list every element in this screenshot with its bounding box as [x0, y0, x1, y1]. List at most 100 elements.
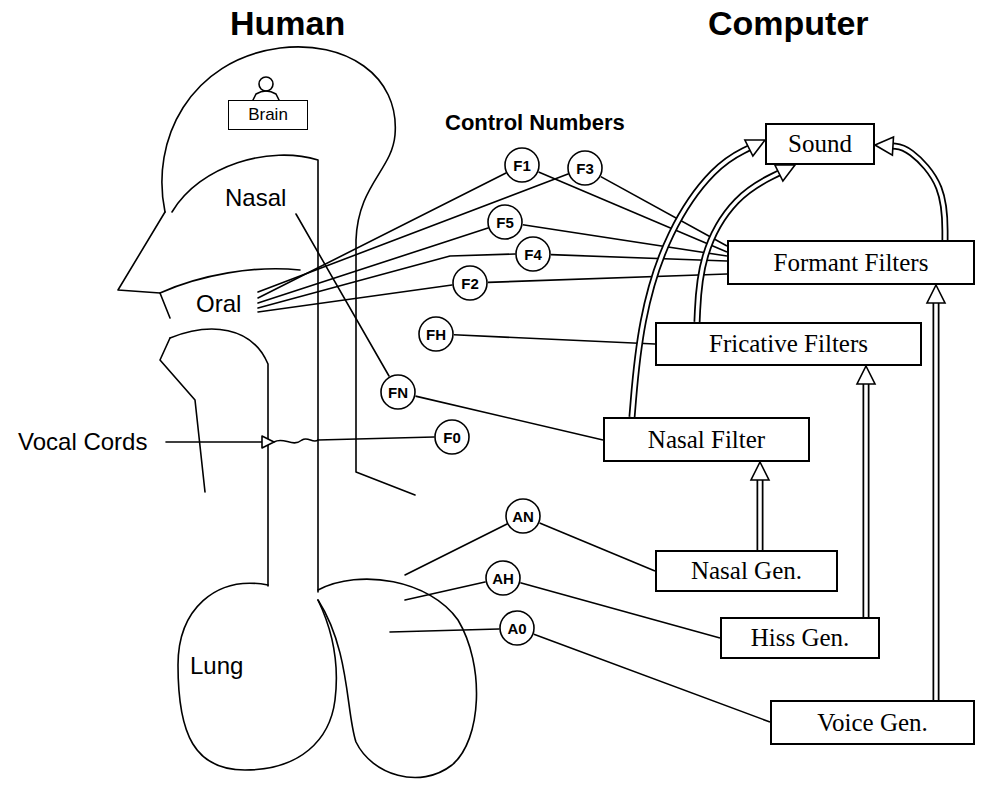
part-label: Nasal — [225, 184, 286, 212]
box-label: Sound — [788, 130, 852, 158]
control-line — [601, 177, 727, 246]
leader-line — [296, 214, 389, 376]
arrow-head — [857, 366, 875, 384]
arrow-shaft — [758, 480, 762, 550]
circle-outline — [506, 499, 540, 533]
box-label: Brain — [248, 105, 288, 125]
control-number: AH — [485, 560, 521, 596]
control-number: F5 — [487, 204, 523, 240]
connector-line — [540, 523, 655, 571]
arrow-shaft — [933, 303, 940, 700]
tongue — [170, 329, 268, 586]
connector-line — [551, 255, 727, 261]
control-number: F0 — [434, 419, 470, 455]
circle-outline — [516, 237, 550, 271]
circle-outline — [381, 375, 415, 409]
arrow-shaft — [864, 384, 868, 617]
box-label: Nasal Filter — [648, 426, 765, 454]
process-box: Hiss Gen. — [720, 617, 880, 659]
control-name: F5 — [496, 214, 514, 231]
box-label: Fricative Filters — [709, 330, 868, 358]
control-number: F4 — [515, 236, 551, 272]
leader-line — [258, 285, 452, 312]
connector-line — [523, 225, 727, 256]
control-name: A0 — [507, 620, 526, 637]
control-line — [454, 335, 655, 344]
control-line — [488, 274, 727, 282]
box-label: Formant Filters — [774, 249, 929, 277]
part-label: Lung — [190, 652, 243, 680]
part-label: Oral — [196, 290, 241, 318]
leader-line — [258, 228, 488, 303]
nasal-cavity — [172, 155, 318, 592]
control-number: F3 — [567, 150, 603, 186]
arrow-head — [927, 285, 945, 303]
arrow-shaft — [863, 384, 870, 617]
control-name: F1 — [513, 157, 531, 174]
circle-outline — [435, 420, 469, 454]
circle-outline — [505, 148, 539, 182]
arrow-shaft — [934, 303, 938, 700]
control-name: AH — [492, 570, 514, 587]
brain-box: Brain — [228, 100, 308, 130]
control-name: FH — [426, 326, 446, 343]
part-label: Vocal Cords — [18, 428, 147, 456]
control-number: FN — [380, 374, 416, 410]
vocal-cords — [274, 439, 318, 443]
leader-line — [318, 437, 434, 440]
column-heading: Computer — [708, 4, 869, 43]
process-box: Nasal Gen. — [655, 550, 838, 592]
leader-line — [405, 582, 485, 600]
arrow-shaft — [757, 480, 764, 550]
connector-line — [601, 177, 727, 246]
circle-outline — [568, 151, 602, 185]
control-line — [523, 225, 727, 256]
signal-arrow — [857, 366, 875, 617]
control-number: FH — [418, 316, 454, 352]
control-name: F0 — [443, 429, 461, 446]
process-box: Formant Filters — [727, 240, 975, 285]
connector-line — [454, 335, 655, 344]
arrow-head — [775, 165, 795, 181]
control-number: F2 — [452, 265, 488, 301]
circle-outline — [500, 611, 534, 645]
arrow-head — [875, 137, 894, 155]
control-line — [551, 255, 727, 261]
pointer-head — [262, 436, 274, 448]
arrow-shaft — [893, 146, 945, 240]
column-heading: Human — [230, 4, 345, 43]
head-outline — [162, 47, 415, 495]
control-number: AN — [505, 498, 541, 534]
leader-line — [258, 254, 515, 308]
control-name: F3 — [576, 160, 594, 177]
right-lung — [318, 579, 477, 777]
control-name: F4 — [524, 246, 542, 263]
box-label: Voice Gen. — [817, 709, 928, 737]
circle-outline — [419, 317, 453, 351]
arrow-shaft — [893, 146, 945, 240]
control-number: A0 — [499, 610, 535, 646]
left-lung — [178, 583, 336, 770]
group-label: Control Numbers — [445, 110, 625, 136]
control-name: AN — [512, 508, 534, 525]
control-number: F1 — [504, 147, 540, 183]
box-label: Hiss Gen. — [751, 624, 850, 652]
control-name: FN — [388, 384, 408, 401]
person-head — [259, 77, 273, 91]
box-label: Nasal Gen. — [691, 557, 802, 585]
signal-arrow — [751, 462, 769, 550]
process-box: Nasal Filter — [603, 417, 810, 462]
connector-line — [488, 274, 727, 282]
palate — [160, 269, 300, 293]
person-body — [253, 91, 279, 100]
arrow-head — [751, 462, 769, 480]
process-box: Sound — [765, 123, 875, 165]
leader-line — [166, 441, 262, 443]
circle-outline — [486, 561, 520, 595]
signal-arrow — [875, 137, 945, 240]
control-line — [540, 523, 655, 571]
leader-line — [390, 629, 499, 632]
circle-outline — [453, 266, 487, 300]
process-box: Fricative Filters — [655, 322, 922, 366]
control-name: F2 — [461, 275, 479, 292]
